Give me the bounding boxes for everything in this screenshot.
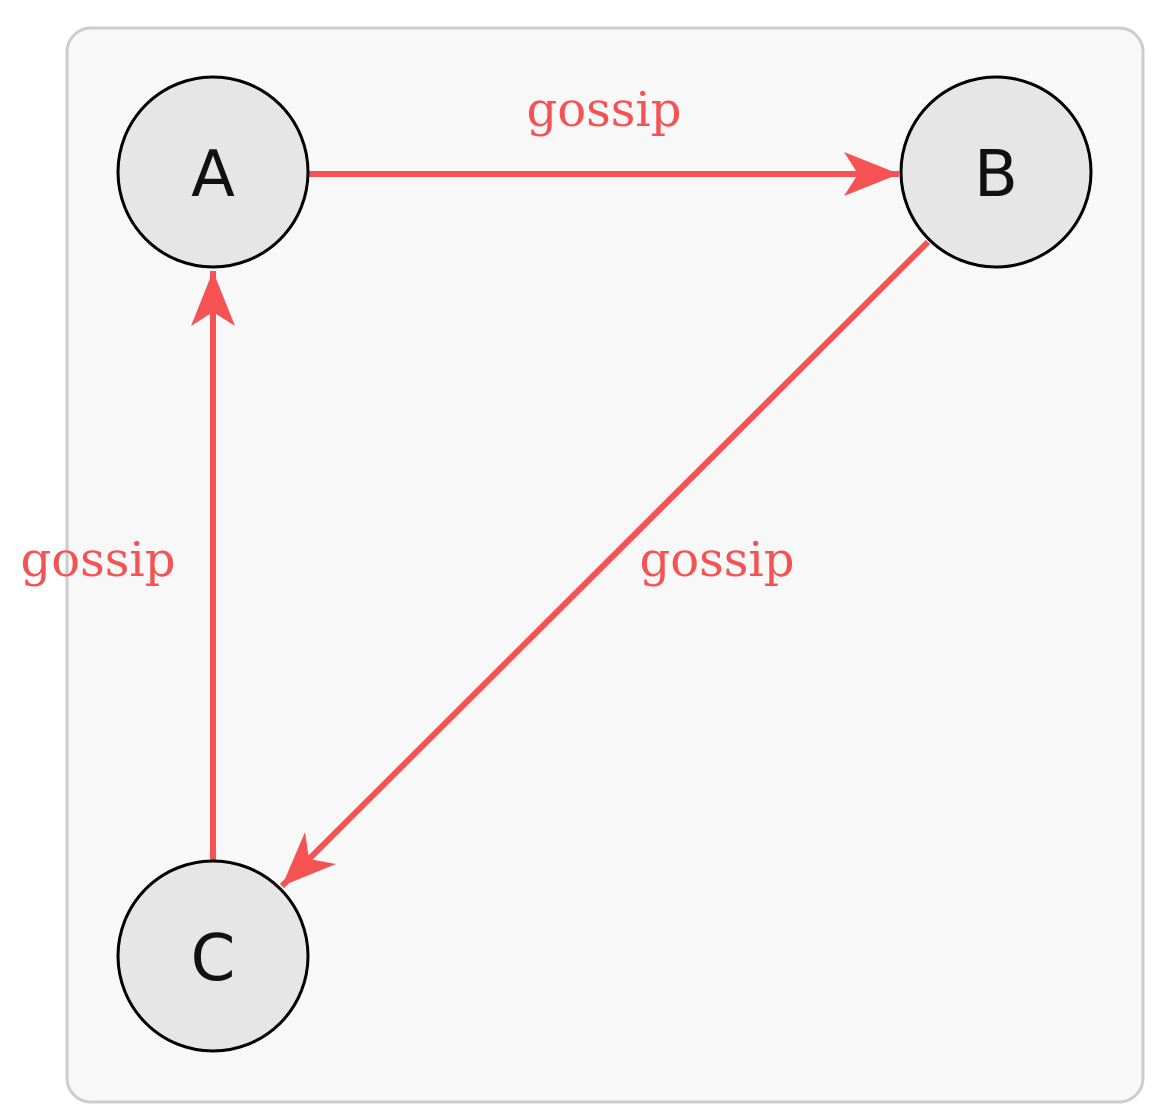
arrowhead-b-to-c xyxy=(282,832,336,886)
node-a-circle xyxy=(116,75,310,269)
node-c-circle xyxy=(116,859,310,1053)
node-c-label: C xyxy=(191,922,236,996)
node-a-label: A xyxy=(191,138,235,212)
edge-b-to-c xyxy=(279,239,931,889)
node-b: B xyxy=(899,75,1093,269)
edge-label-b-to-c: gossip xyxy=(640,532,795,588)
arrowhead-c-to-a xyxy=(191,271,235,326)
node-c: C xyxy=(116,859,310,1053)
arrowhead-a-to-b xyxy=(844,152,899,196)
edge-label-a-to-b: gossip xyxy=(527,82,682,138)
edges xyxy=(191,152,931,889)
edge-labels: gossip gossip gossip xyxy=(21,82,795,588)
node-b-label: B xyxy=(974,138,1018,212)
edge-label-c-to-a: gossip xyxy=(21,532,176,588)
node-a: A xyxy=(116,75,310,269)
node-b-circle xyxy=(899,75,1093,269)
